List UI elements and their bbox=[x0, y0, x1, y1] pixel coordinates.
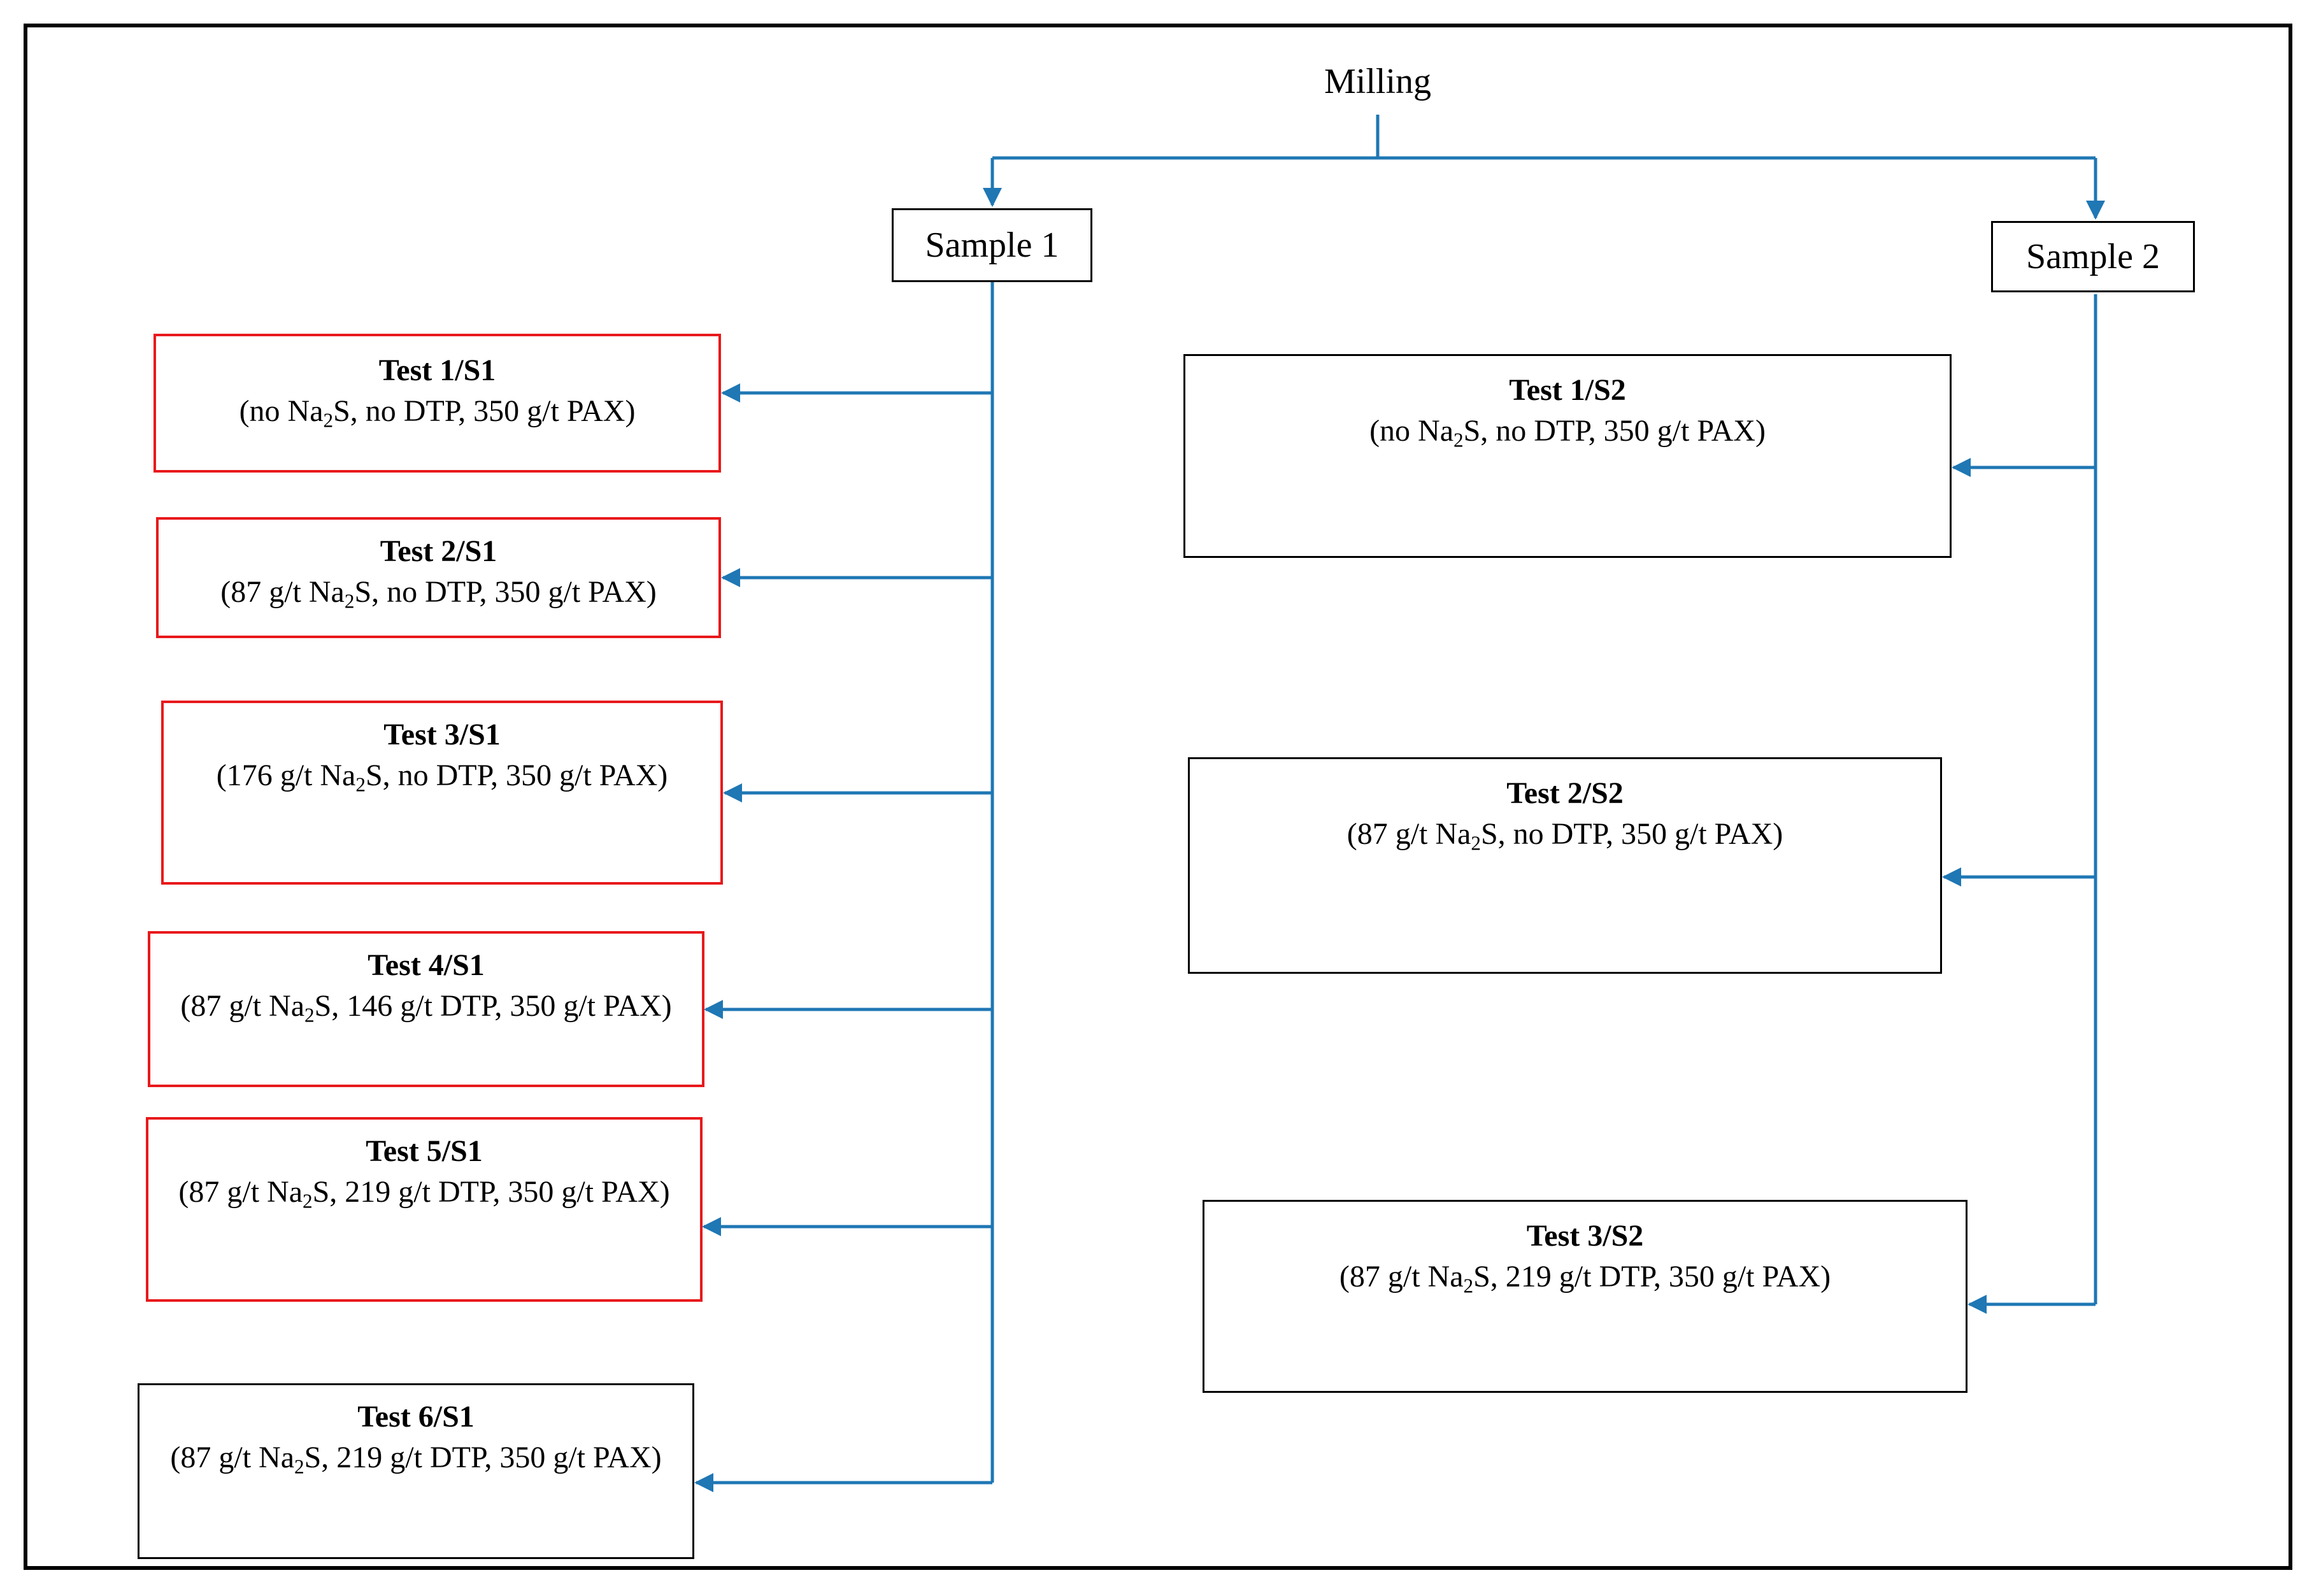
test-title: Test 4/S1 bbox=[368, 948, 485, 982]
test-5-s1-box: Test 5/S1 (87 g/t Na2S, 219 g/t DTP, 350… bbox=[146, 1117, 703, 1302]
test-title: Test 1/S1 bbox=[378, 353, 496, 387]
test-title: Test 1/S2 bbox=[1509, 373, 1626, 407]
test-conditions: (87 g/t Na2S, no DTP, 350 g/t PAX) bbox=[1346, 817, 1783, 855]
milling-label: Milling bbox=[1324, 62, 1432, 101]
test-4-s1-box: Test 4/S1 (87 g/t Na2S, 146 g/t DTP, 350… bbox=[148, 931, 704, 1087]
test-2-s1-box: Test 2/S1 (87 g/t Na2S, no DTP, 350 g/t … bbox=[156, 517, 721, 638]
test-conditions: (no Na2S, no DTP, 350 g/t PAX) bbox=[239, 394, 636, 432]
test-conditions: (87 g/t Na2S, 146 g/t DTP, 350 g/t PAX) bbox=[180, 989, 672, 1027]
test-conditions: (87 g/t Na2S, 219 g/t DTP, 350 g/t PAX) bbox=[178, 1175, 670, 1213]
test-1-s1-box: Test 1/S1 (no Na2S, no DTP, 350 g/t PAX) bbox=[154, 334, 721, 473]
sample-1-box: Sample 1 bbox=[892, 208, 1092, 282]
test-title: Test 3/S2 bbox=[1526, 1219, 1644, 1253]
test-6-s1-box: Test 6/S1 (87 g/t Na2S, 219 g/t DTP, 350… bbox=[138, 1383, 694, 1559]
test-title: Test 3/S1 bbox=[383, 718, 501, 752]
outer-frame bbox=[24, 24, 2292, 1570]
test-title: Test 2/S2 bbox=[1506, 776, 1624, 810]
test-conditions: (176 g/t Na2S, no DTP, 350 g/t PAX) bbox=[216, 759, 668, 796]
sample-2-box: Sample 2 bbox=[1991, 221, 2195, 292]
test-conditions: (87 g/t Na2S, 219 g/t DTP, 350 g/t PAX) bbox=[1339, 1260, 1831, 1297]
test-3-s1-box: Test 3/S1 (176 g/t Na2S, no DTP, 350 g/t… bbox=[161, 701, 723, 885]
test-conditions: (no Na2S, no DTP, 350 g/t PAX) bbox=[1369, 414, 1766, 452]
test-title: Test 2/S1 bbox=[380, 534, 497, 568]
test-1-s2-box: Test 1/S2 (no Na2S, no DTP, 350 g/t PAX) bbox=[1183, 354, 1952, 558]
test-conditions: (87 g/t Na2S, no DTP, 350 g/t PAX) bbox=[220, 575, 657, 613]
test-title: Test 6/S1 bbox=[357, 1400, 475, 1434]
test-2-s2-box: Test 2/S2 (87 g/t Na2S, no DTP, 350 g/t … bbox=[1188, 757, 1942, 974]
test-3-s2-box: Test 3/S2 (87 g/t Na2S, 219 g/t DTP, 350… bbox=[1203, 1200, 1968, 1393]
test-conditions: (87 g/t Na2S, 219 g/t DTP, 350 g/t PAX) bbox=[170, 1441, 662, 1478]
test-title: Test 5/S1 bbox=[366, 1134, 483, 1168]
